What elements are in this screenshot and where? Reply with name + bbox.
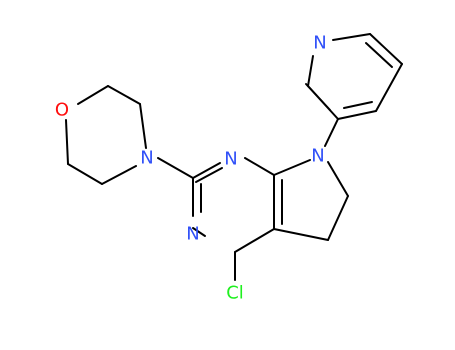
pyridine-nitrogen-atom: N	[313, 33, 326, 54]
bond	[101, 165, 137, 185]
bond	[365, 42, 393, 68]
bond	[337, 110, 377, 120]
pyrimidine-nitrogen-n3: N	[186, 224, 199, 245]
bond	[157, 157, 194, 179]
bonds	[65, 33, 403, 281]
bond	[327, 195, 349, 241]
atom-label: O	[55, 100, 69, 121]
bond	[375, 63, 403, 112]
bond	[195, 167, 223, 183]
oxygen-atom: O	[55, 100, 69, 121]
bond	[107, 85, 141, 105]
bond	[327, 161, 349, 197]
bond	[273, 159, 311, 176]
atom-label: N	[140, 148, 153, 169]
atom-labels: O N N N N N Cl	[55, 33, 327, 304]
morpholine-nitrogen-atom: N	[140, 148, 153, 169]
chlorine-atom: Cl	[226, 283, 244, 304]
bond	[234, 228, 275, 253]
bond	[273, 228, 329, 241]
bond	[343, 101, 373, 109]
bond	[307, 55, 314, 87]
bond	[192, 162, 221, 179]
atom-label: N	[186, 224, 199, 245]
pyrrole-nitrogen-n7: N	[311, 146, 324, 167]
bond	[369, 33, 403, 65]
atom-label: Cl	[226, 283, 244, 304]
bond	[65, 119, 69, 165]
bond	[244, 157, 275, 176]
atom-label: N	[224, 149, 237, 170]
atom-label: N	[311, 146, 324, 167]
bond	[192, 227, 206, 237]
bond	[67, 163, 103, 185]
bond	[332, 33, 371, 41]
bond	[305, 83, 331, 111]
atom-label: N	[313, 33, 326, 54]
bond	[77, 85, 109, 105]
pyrimidine-nitrogen-n1: N	[224, 149, 237, 170]
bond	[139, 103, 147, 149]
bond	[324, 118, 339, 147]
